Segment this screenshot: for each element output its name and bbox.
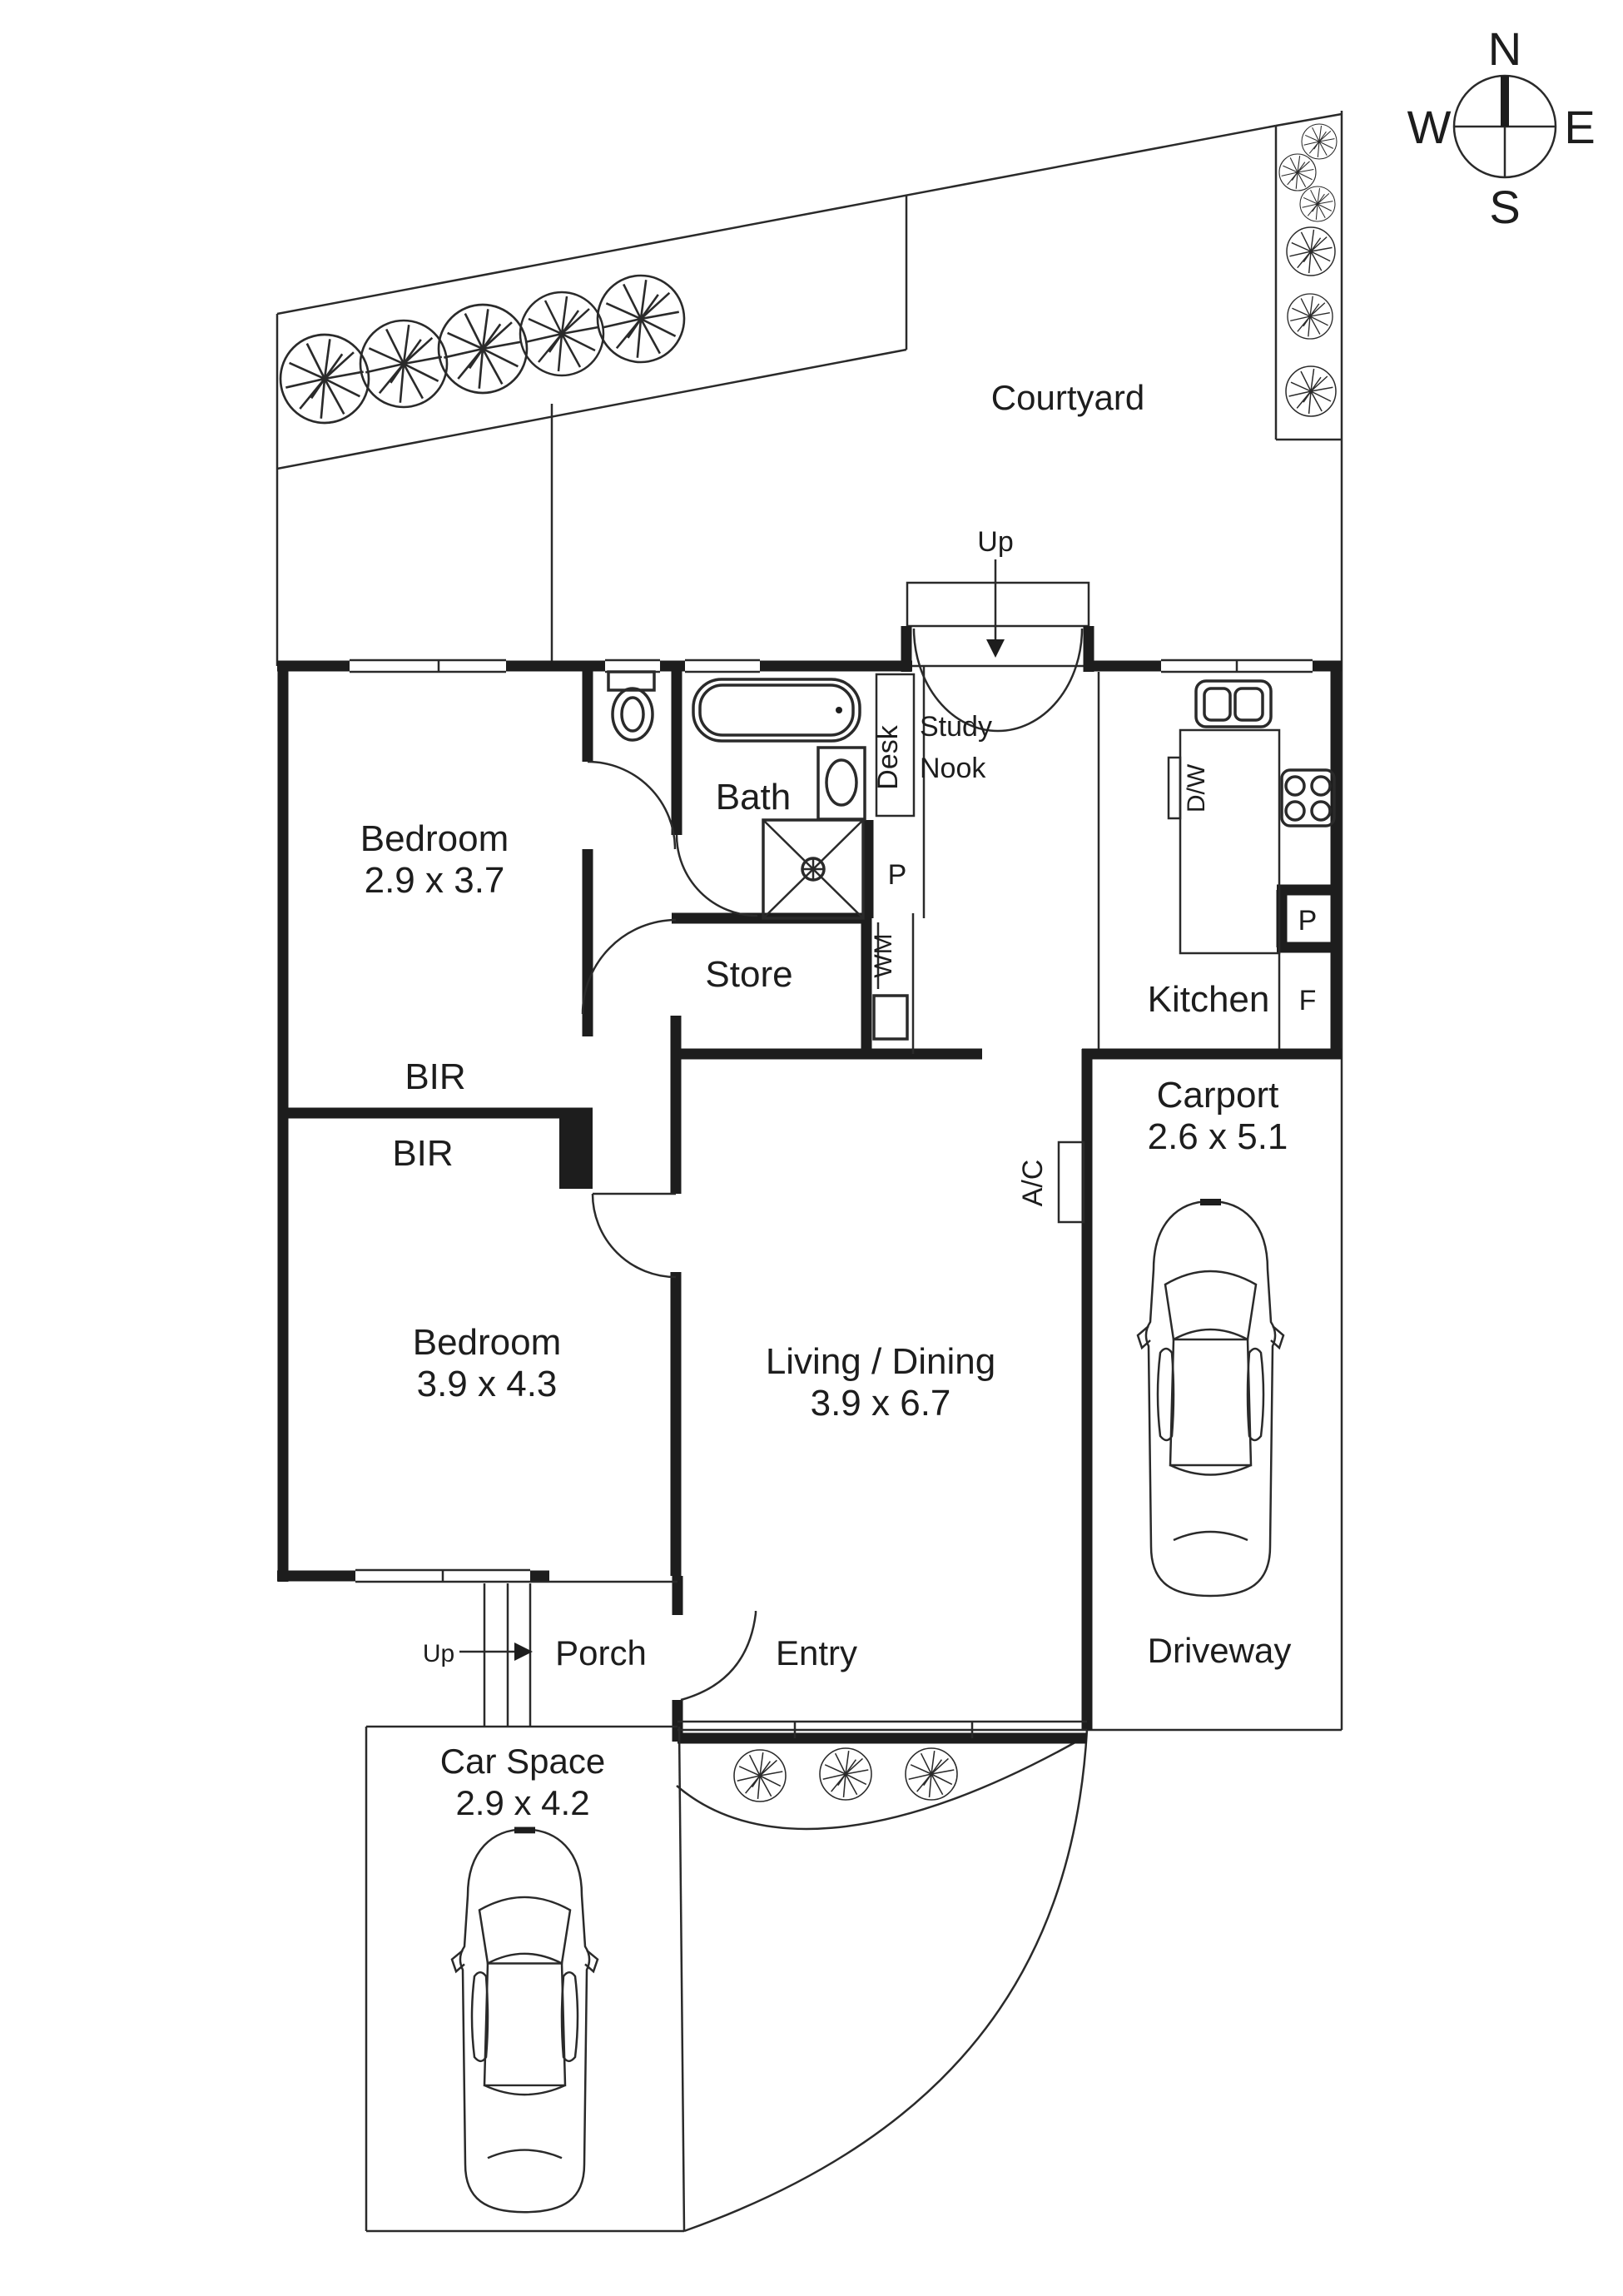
car-space-group — [365, 1726, 686, 2233]
courtyard-label: Courtyard — [991, 378, 1144, 417]
laundry-tub — [872, 994, 909, 1041]
dishwasher — [1167, 756, 1182, 820]
windows — [350, 658, 1313, 1738]
kitchen-fixtures — [1097, 672, 1336, 1049]
carport-group — [1057, 1141, 1285, 1598]
pantry-label: P — [1298, 905, 1318, 937]
right-tree-bed — [1278, 123, 1338, 417]
carport-car — [1136, 1197, 1285, 1598]
car-space-label: Car Space — [440, 1742, 605, 1781]
bath-window — [685, 658, 760, 673]
car-space-dims: 2.9 x 4.2 — [455, 1783, 589, 1822]
toilet-bowl — [611, 687, 654, 742]
compass-n: N — [1488, 22, 1521, 75]
study-nook-label-2: Nook — [920, 753, 986, 784]
entry-door — [680, 1613, 757, 1702]
desk-label: Desk — [872, 724, 904, 789]
bathtub — [692, 678, 861, 743]
kitchen-label: Kitchen — [1148, 979, 1270, 1020]
bedroom2-label: Bedroom — [413, 1322, 562, 1363]
living-dims: 3.9 x 6.7 — [811, 1383, 951, 1424]
bedroom1-door — [587, 760, 677, 850]
bir1-label: BIR — [405, 1056, 465, 1097]
ac-label: A/C — [1017, 1160, 1049, 1207]
porch-group: Up — [366, 1580, 677, 1728]
bedroom1-dims: 2.9 x 3.7 — [365, 860, 505, 901]
press-label: P — [888, 859, 907, 891]
desk-top — [875, 673, 916, 818]
compass-s: S — [1489, 181, 1520, 233]
kitchen-window — [1161, 658, 1313, 673]
study-nook-label-1: Study — [920, 711, 992, 743]
air-con-unit — [1057, 1141, 1085, 1224]
car-space-car — [450, 1826, 599, 2214]
bath-label: Bath — [716, 777, 792, 818]
porch-up-arrow — [514, 1642, 533, 1661]
entry-windows — [677, 1720, 1087, 1738]
store-door — [581, 918, 677, 1015]
bedroom1-label: Bedroom — [360, 818, 509, 859]
wc-window — [605, 658, 660, 673]
left-tree-bed — [279, 274, 686, 425]
entry-shrubs — [733, 1747, 958, 1802]
carport-dims: 2.6 x 5.1 — [1148, 1116, 1288, 1157]
entry-label: Entry — [776, 1633, 857, 1672]
courtyard-stairs: Up — [901, 526, 1094, 733]
bedroom1-window — [350, 658, 506, 673]
bath-door — [675, 834, 758, 917]
basin — [825, 758, 858, 807]
bath-fixtures — [607, 666, 926, 920]
bir2-label: BIR — [392, 1133, 453, 1174]
compass: N W E S — [1407, 22, 1596, 233]
stairs-up-label: Up — [977, 526, 1013, 558]
bedroom2-door — [591, 1193, 677, 1279]
doors — [581, 760, 758, 1702]
compass-w: W — [1407, 101, 1452, 153]
shower — [762, 818, 865, 920]
labels: Courtyard Bedroom 2.9 x 3.7 Bath Study N… — [360, 378, 1318, 1822]
fridge-label: F — [1299, 985, 1317, 1016]
bedroom2-window — [355, 1568, 530, 1583]
porch-up-label: Up — [423, 1640, 454, 1667]
kitchen-bench — [1179, 728, 1281, 955]
path-curve-inner — [676, 1734, 1088, 1831]
driveway-label: Driveway — [1148, 1631, 1292, 1670]
toilet-cistern — [607, 670, 656, 692]
compass-e: E — [1564, 101, 1595, 153]
wm-label: WM — [870, 933, 897, 977]
living-label: Living / Dining — [766, 1341, 995, 1382]
kitchen-sink — [1194, 679, 1273, 728]
laundry-fixtures — [872, 913, 915, 1054]
cooktop — [1280, 768, 1336, 827]
stairs-up-arrow — [986, 639, 1005, 658]
driveway-curve-outer — [683, 1729, 1089, 2233]
store-label: Store — [705, 954, 792, 995]
bedroom2-dims: 3.9 x 4.3 — [417, 1364, 558, 1404]
house-walls — [277, 660, 1342, 1744]
site-boundary — [275, 111, 1343, 2233]
dw-label: D/W — [1183, 763, 1210, 813]
porch-label: Porch — [555, 1633, 647, 1672]
carport-label: Carport — [1157, 1075, 1279, 1116]
